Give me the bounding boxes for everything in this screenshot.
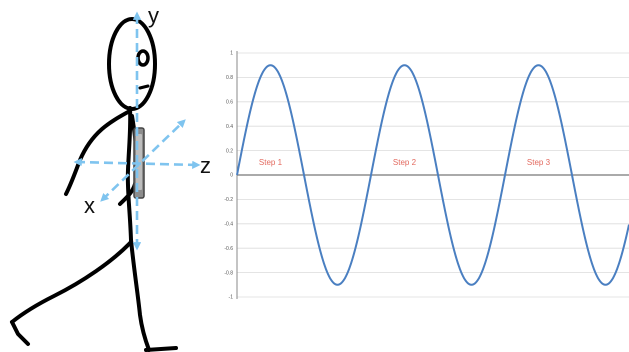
y-tick-label: -0.2 xyxy=(224,197,233,203)
y-tick-label: 0.8 xyxy=(226,75,233,81)
step-label: Step 2 xyxy=(393,158,417,167)
z-axis-label: z xyxy=(200,153,211,178)
y-tick-label: 1 xyxy=(230,51,233,57)
sine-wave-chart: 1 0.8 0.6 0.4 0.2 0 -0.2 -0.4 -0.6 -0.8 -1 Step 1 S… xyxy=(224,51,629,301)
y-tick-label: 0.2 xyxy=(226,148,233,154)
step-label: Step 1 xyxy=(259,158,283,167)
y-tick-label: -0.4 xyxy=(224,222,233,228)
head xyxy=(109,19,155,109)
y-tick-label: 0 xyxy=(230,173,233,179)
back-leg xyxy=(12,242,131,322)
y-axis-label: y xyxy=(148,3,159,28)
y-tick-label: -1 xyxy=(229,295,234,301)
x-axis-label: x xyxy=(84,193,95,218)
front-foot xyxy=(146,348,176,350)
back-foot xyxy=(12,322,28,344)
eye xyxy=(138,51,148,65)
back-arm xyxy=(66,112,128,194)
y-tick-label: -0.8 xyxy=(224,270,233,276)
walking-person-figure xyxy=(12,19,176,350)
front-leg xyxy=(131,240,149,350)
mouth xyxy=(140,86,148,88)
y-tick-label: 0.4 xyxy=(226,124,233,130)
y-tick-label: -0.6 xyxy=(224,246,233,252)
step-label: Step 3 xyxy=(527,158,551,167)
y-tick-label: 0.6 xyxy=(226,100,233,106)
y-tick-labels: 1 0.8 0.6 0.4 0.2 0 -0.2 -0.4 -0.6 -0.8 -1 xyxy=(224,51,233,301)
